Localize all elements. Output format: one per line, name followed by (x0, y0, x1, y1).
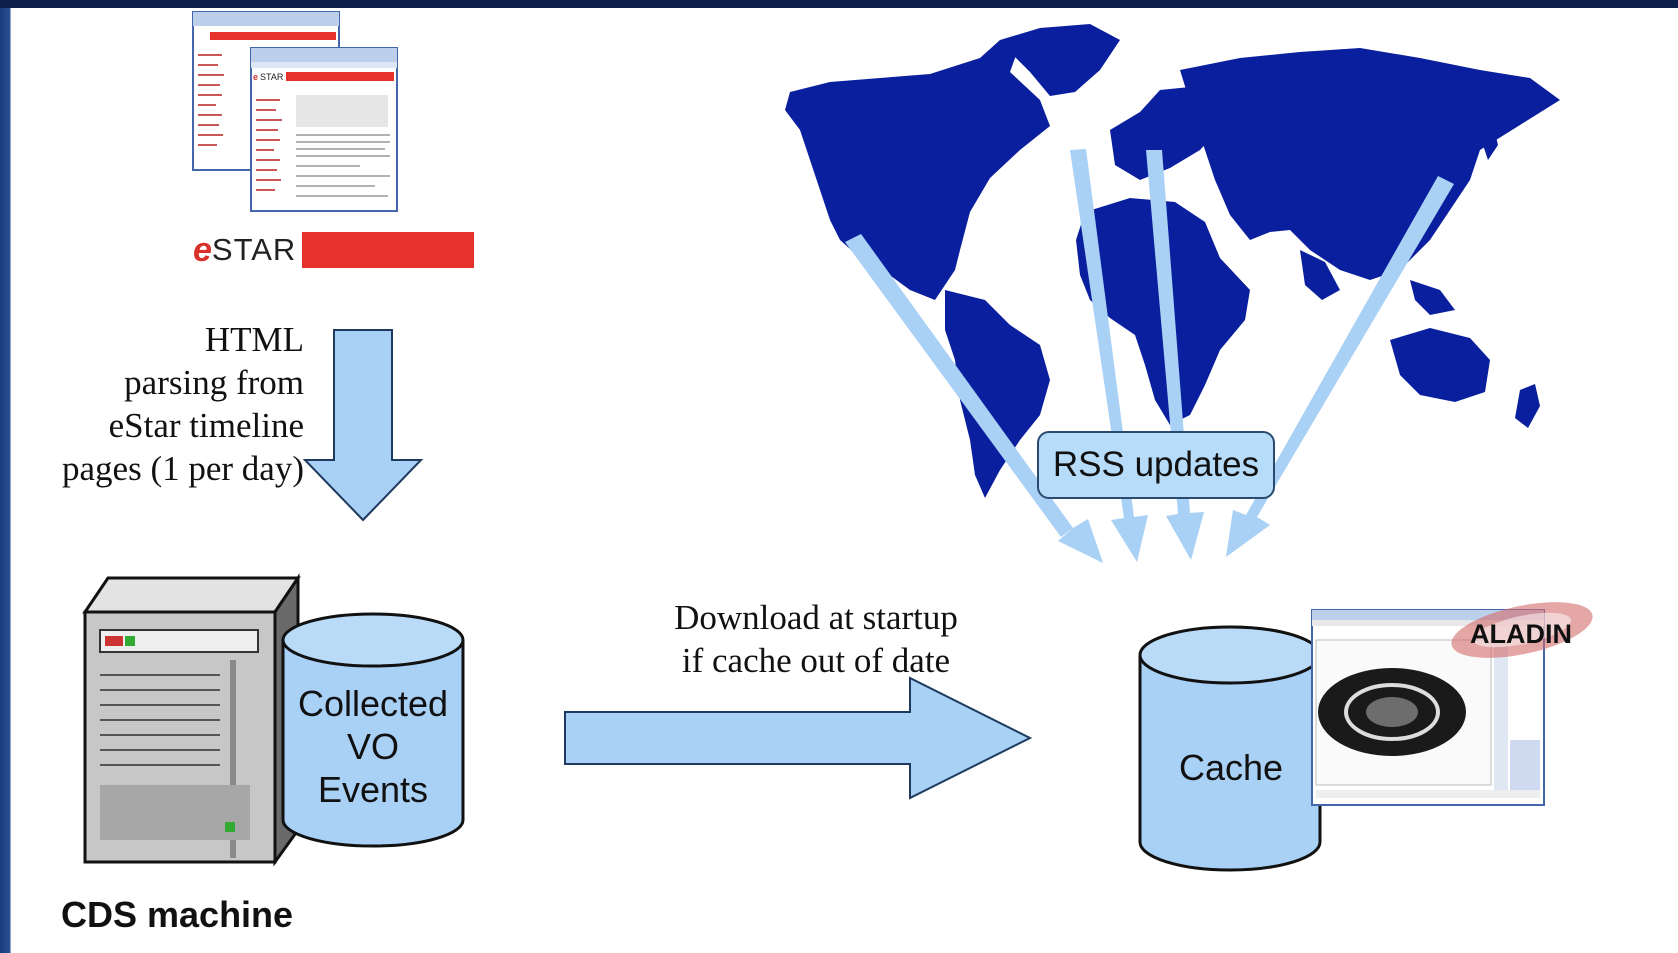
download-note: Download at startup if cache out of date (611, 596, 1021, 682)
collected-db-label: Collected VO Events (283, 682, 463, 811)
estar-logo-bar (302, 232, 475, 268)
estar-logo: e STAR (193, 230, 475, 270)
html-note-line: eStar timeline (108, 406, 304, 445)
parse-arrow (302, 329, 424, 522)
html-parsing-note: HTML parsing from eStar timeline pages (… (11, 318, 304, 490)
collected-db-label-line: VO (346, 726, 399, 767)
collected-db-cylinder (281, 612, 465, 848)
svg-text:STAR: STAR (260, 72, 284, 82)
estar-logo-prefix: e (193, 230, 212, 269)
aladin-window (1311, 609, 1545, 806)
rss-updates-label: RSS updates (1037, 431, 1275, 499)
slide: e STAR (11, 8, 1678, 953)
svg-text:e: e (253, 72, 258, 82)
world-map (785, 24, 1560, 498)
download-note-line: if cache out of date (681, 641, 951, 680)
html-note-line: HTML (204, 320, 304, 359)
estar-logo-name: STAR (211, 232, 297, 267)
estar-screenshots: e STAR (192, 11, 398, 212)
collected-db-label-line: Events (317, 769, 429, 810)
download-note-line: Download at startup (674, 598, 958, 637)
server-label: CDS machine (61, 894, 294, 935)
top-bar (0, 0, 1678, 8)
download-arrow (564, 676, 1033, 800)
cache-label: Cache (1178, 747, 1284, 788)
collected-db-label-line: Collected (297, 683, 449, 724)
server-icon (82, 573, 301, 867)
aladin-logo: ALADIN (1451, 602, 1593, 658)
html-note-line: parsing from (124, 363, 304, 402)
html-note-line: pages (1 per day) (62, 449, 304, 488)
cache-cylinder (1138, 625, 1322, 872)
svg-text:ALADIN: ALADIN (1470, 619, 1572, 649)
